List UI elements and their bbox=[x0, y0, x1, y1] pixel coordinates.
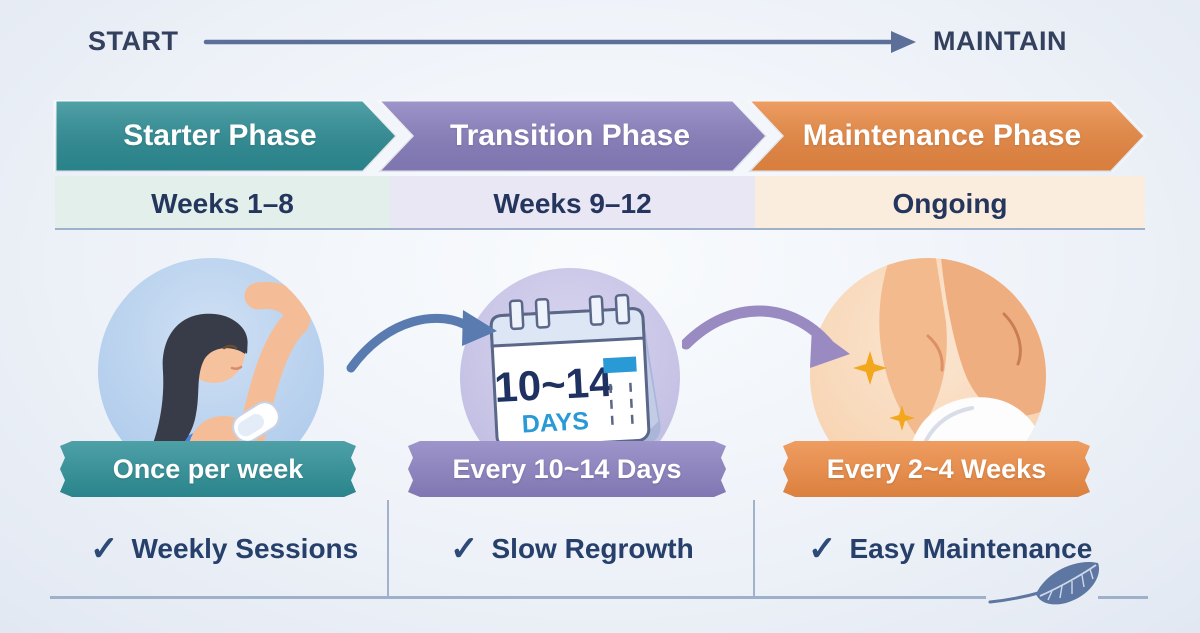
calendar-range-text: 10~14 bbox=[493, 358, 614, 411]
benefit-label: Weekly Sessions bbox=[131, 533, 359, 564]
phase-name-starter: Starter Phase bbox=[123, 119, 317, 152]
duration-starter: Weeks 1–8 bbox=[151, 188, 294, 219]
frequency-ribbon-starter: Once per week bbox=[60, 441, 356, 497]
benefit-label: Slow Regrowth bbox=[491, 533, 694, 564]
calendar-illustration: 10~14 DAYS bbox=[460, 268, 680, 488]
maintain-label: MAINTAIN bbox=[933, 26, 1067, 56]
duration-underline bbox=[55, 228, 1145, 230]
duration-band-maintenance bbox=[755, 176, 1145, 229]
benefit-label: Easy Maintenance bbox=[849, 533, 1093, 564]
sparkle-icon bbox=[853, 351, 915, 431]
benefit-item-maintenance: ✓ Easy Maintenance bbox=[808, 528, 1092, 570]
benefit-item-transition: ✓ Slow Regrowth bbox=[450, 528, 694, 570]
duration-maintenance: Ongoing bbox=[892, 188, 1008, 219]
calendar-highlight-mark bbox=[603, 356, 637, 374]
frequency-ribbon-transition: Every 10~14 Days bbox=[408, 441, 726, 497]
frequency-label: Every 2~4 Weeks bbox=[826, 454, 1047, 484]
frequency-label: Every 10~14 Days bbox=[452, 454, 682, 484]
phase-name-transition: Transition Phase bbox=[449, 119, 691, 152]
duration-transition: Weeks 9–12 bbox=[493, 188, 652, 219]
timeline-arrow-icon bbox=[203, 31, 916, 53]
feather-icon bbox=[988, 561, 1100, 605]
flow-arrow-purple-icon bbox=[682, 305, 850, 368]
start-label: START bbox=[88, 26, 179, 56]
check-icon: ✓ bbox=[808, 530, 837, 568]
column-divider bbox=[387, 500, 389, 598]
flow-arrow-blue-icon bbox=[346, 310, 497, 373]
duration-band-starter bbox=[55, 176, 390, 229]
baseline bbox=[1098, 596, 1148, 599]
benefit-item-starter: ✓ Weekly Sessions bbox=[90, 528, 358, 570]
frequency-label: Once per week bbox=[112, 454, 304, 484]
duration-band-transition bbox=[390, 176, 755, 229]
column-divider bbox=[753, 500, 755, 598]
frequency-ribbon-maintenance: Every 2~4 Weeks bbox=[783, 441, 1090, 497]
calendar-unit-text: DAYS bbox=[521, 407, 590, 438]
check-icon: ✓ bbox=[450, 530, 479, 568]
check-icon: ✓ bbox=[90, 530, 119, 568]
phase-name-maintenance: Maintenance Phase bbox=[802, 119, 1082, 152]
baseline bbox=[50, 596, 986, 599]
